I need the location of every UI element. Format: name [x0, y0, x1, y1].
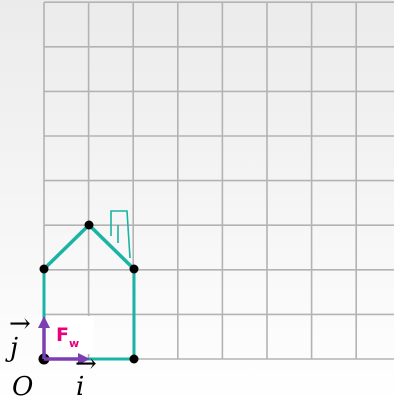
frame-label-sub: w — [69, 337, 79, 350]
frame-label-box — [50, 316, 94, 354]
vector-i — [44, 353, 90, 365]
frame-label: Fw — [56, 324, 79, 350]
vertex-left-eave — [39, 264, 49, 274]
vector-j — [38, 316, 50, 359]
vertex-roof-peak — [84, 220, 94, 230]
frame-label-main: F — [56, 324, 69, 346]
vector-i-label: i — [76, 372, 84, 402]
coordinate-grid — [43, 1, 394, 360]
vector-i-arrow: → — [75, 349, 97, 379]
origin-label: O — [12, 372, 33, 402]
vertex-bottom-right — [129, 354, 139, 364]
house-chimney — [110, 210, 131, 259]
vertex-right-eave — [129, 264, 139, 274]
vector-j-arrow: → — [9, 309, 31, 339]
